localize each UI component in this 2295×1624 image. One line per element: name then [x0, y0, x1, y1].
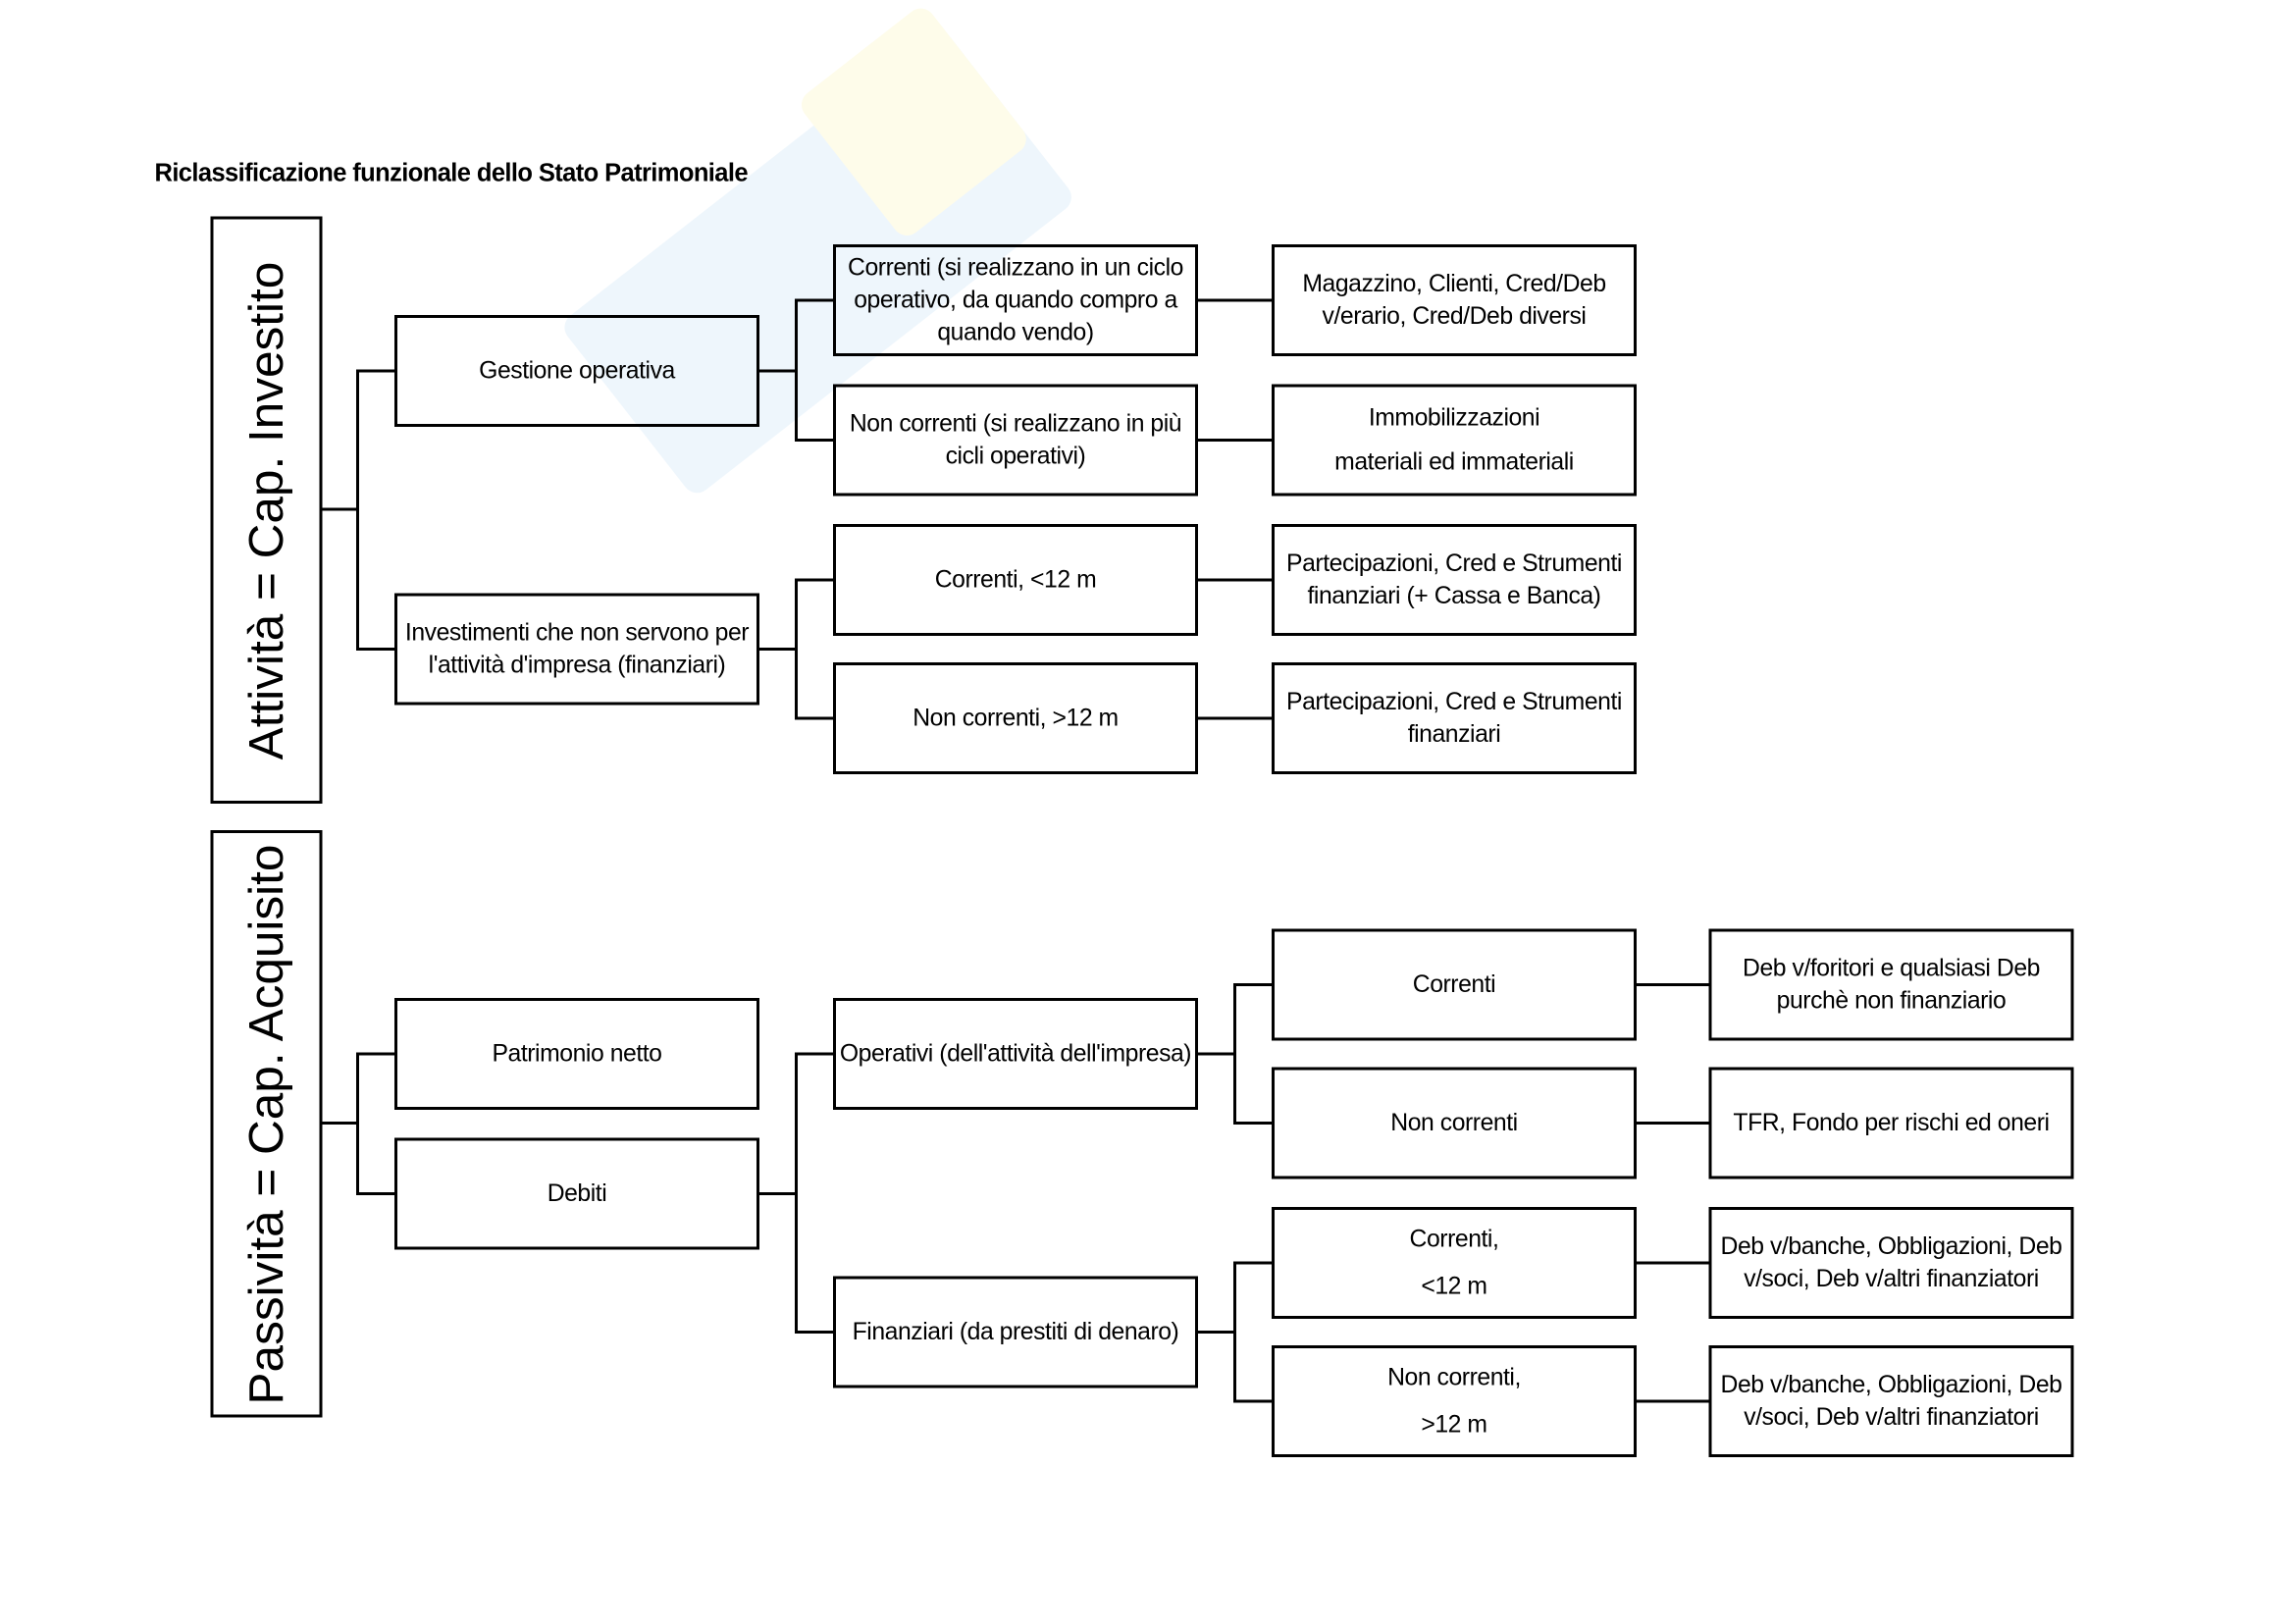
op-correnti-box: Correnti: [1272, 928, 1637, 1041]
fin-non-correnti-items-box: Deb v/banche, Obbligazioni, Deb v/soci, …: [1708, 1345, 2074, 1457]
passivita-box: Passività = Cap. Acquisito: [210, 830, 323, 1418]
gestione-operativa-box: Gestione operativa: [394, 315, 759, 427]
connector: [1637, 1261, 1709, 1265]
connector: [1233, 1261, 1272, 1265]
fin-correnti-items-box: Deb v/banche, Obbligazioni, Deb v/soci, …: [1708, 1207, 2074, 1319]
finanziari-box: Finanziari (da prestiti di denaro): [833, 1276, 1198, 1388]
go-correnti-items-box: Magazzino, Clienti, Cred/Deb v/erario, C…: [1272, 244, 1637, 356]
connector: [1637, 1122, 1709, 1125]
connector: [759, 369, 798, 373]
connector: [795, 1052, 798, 1334]
attivita-label: Attività = Cap. Investito: [238, 260, 293, 760]
connector: [795, 298, 798, 442]
connector: [759, 648, 798, 651]
go-non-correnti-items-box: Immobilizzazioni materiali ed immaterial…: [1272, 384, 1637, 497]
connector: [321, 1122, 359, 1125]
connector: [1198, 716, 1272, 720]
attivita-box: Attività = Cap. Investito: [210, 216, 323, 804]
connector: [1233, 983, 1272, 986]
connector: [356, 1052, 394, 1056]
connector: [1198, 578, 1272, 582]
fin-correnti-box: Correnti, <12 m: [1272, 1207, 1637, 1319]
passivita-label: Passività = Cap. Acquisito: [238, 843, 293, 1404]
operativi-box: Operativi (dell'attività dell'impresa): [833, 998, 1198, 1110]
connector: [1233, 1399, 1272, 1403]
connector: [321, 507, 359, 511]
connector: [1198, 298, 1272, 302]
go-non-correnti-box: Non correnti (si realizzano in più cicli…: [833, 384, 1198, 497]
patrimonio-netto-box: Patrimonio netto: [394, 998, 759, 1110]
connector: [795, 578, 833, 582]
connector: [795, 1052, 833, 1056]
connector: [1637, 983, 1709, 986]
connector: [356, 369, 359, 651]
connector: [1637, 1399, 1709, 1403]
connector: [356, 648, 394, 651]
investimenti-box: Investimenti che non servono per l'attiv…: [394, 593, 759, 706]
connector: [795, 439, 833, 442]
inv-correnti-items-box: Partecipazioni, Cred e Strumenti finanzi…: [1272, 524, 1637, 636]
op-correnti-items-box: Deb v/foritori e qualsiasi Deb purchè no…: [1708, 928, 2074, 1041]
connector: [356, 369, 394, 373]
op-non-correnti-items-box: TFR, Fondo per rischi ed oneri: [1708, 1067, 2074, 1179]
inv-non-correnti-box: Non correnti, >12 m: [833, 662, 1198, 774]
inv-correnti-box: Correnti, <12 m: [833, 524, 1198, 636]
connector: [795, 298, 833, 302]
connector: [795, 578, 798, 720]
connector: [795, 1331, 833, 1334]
connector: [1233, 1122, 1272, 1125]
connector: [1198, 1052, 1236, 1056]
connector: [1198, 1331, 1236, 1334]
connector: [356, 1192, 394, 1195]
connector: [1233, 1261, 1236, 1403]
go-correnti-box: Correnti (si realizzano in un ciclo oper…: [833, 244, 1198, 356]
connector: [1198, 439, 1272, 442]
connector: [356, 1052, 359, 1195]
connector: [759, 1192, 798, 1195]
inv-non-correnti-items-box: Partecipazioni, Cred e Strumenti finanzi…: [1272, 662, 1637, 774]
page-title: Riclassificazione funzionale dello Stato…: [154, 159, 749, 187]
debiti-box: Debiti: [394, 1137, 759, 1250]
connector: [1233, 983, 1236, 1125]
fin-non-correnti-box: Non correnti, >12 m: [1272, 1345, 1637, 1457]
connector: [795, 716, 833, 720]
op-non-correnti-box: Non correnti: [1272, 1067, 1637, 1179]
